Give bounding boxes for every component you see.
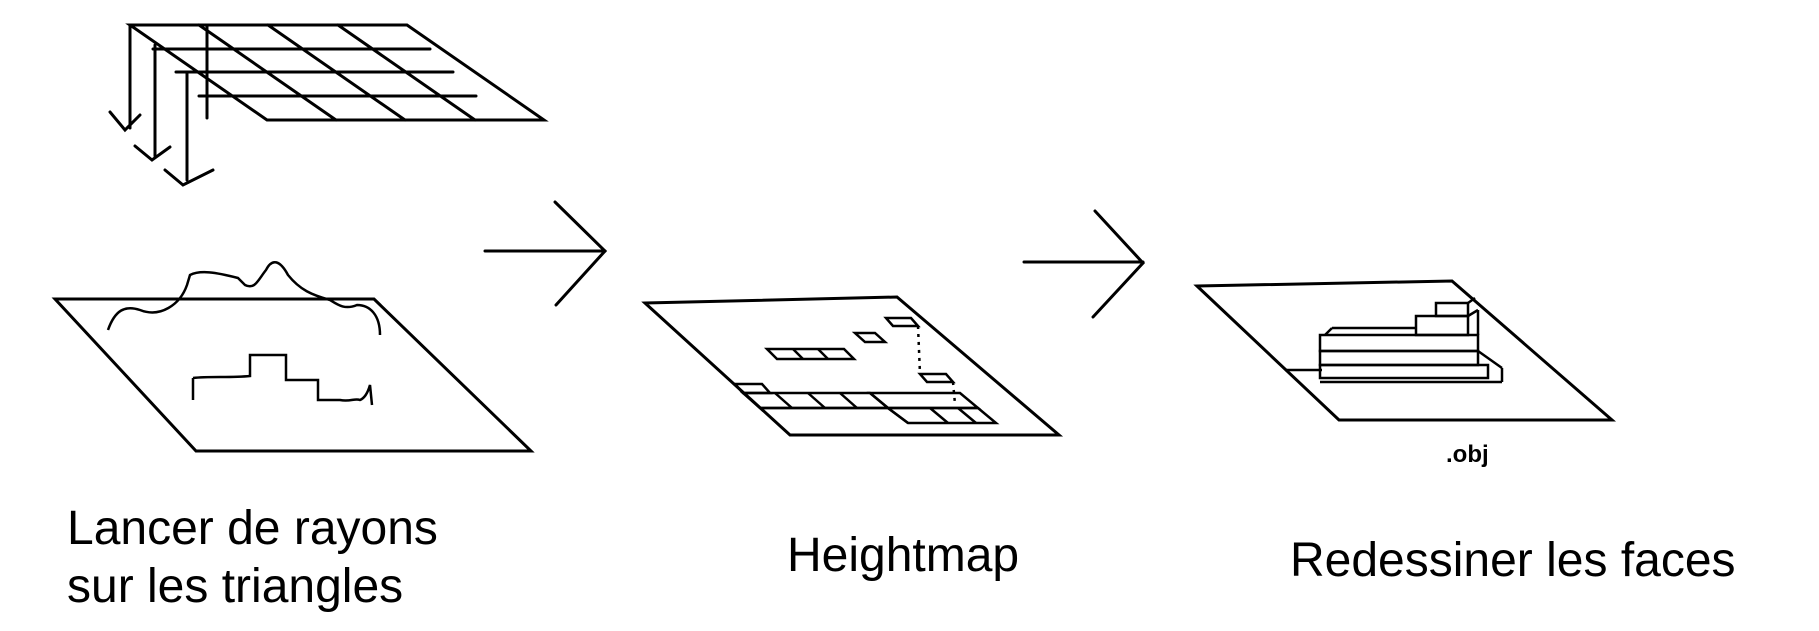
heightmap-plane bbox=[641, 295, 1064, 437]
step1-caption-line2: sur les triangles bbox=[67, 560, 404, 613]
ray-grid bbox=[125, 23, 549, 152]
step1-caption: Lancer de rayons sur les triangles bbox=[67, 500, 438, 616]
ray-arrows bbox=[108, 70, 215, 187]
arrow-1 bbox=[483, 200, 608, 307]
step2-caption: Heightmap bbox=[787, 529, 1020, 582]
terrain-plane bbox=[51, 261, 535, 453]
obj-extension-label: .obj bbox=[1446, 441, 1489, 468]
mesh-building bbox=[1285, 296, 1504, 384]
step3-caption: Redessiner les faces bbox=[1290, 534, 1736, 587]
mesh-plane bbox=[1193, 279, 1617, 422]
step1-caption-line1: Lancer de rayons bbox=[67, 502, 438, 555]
arrow-2 bbox=[1022, 209, 1146, 319]
